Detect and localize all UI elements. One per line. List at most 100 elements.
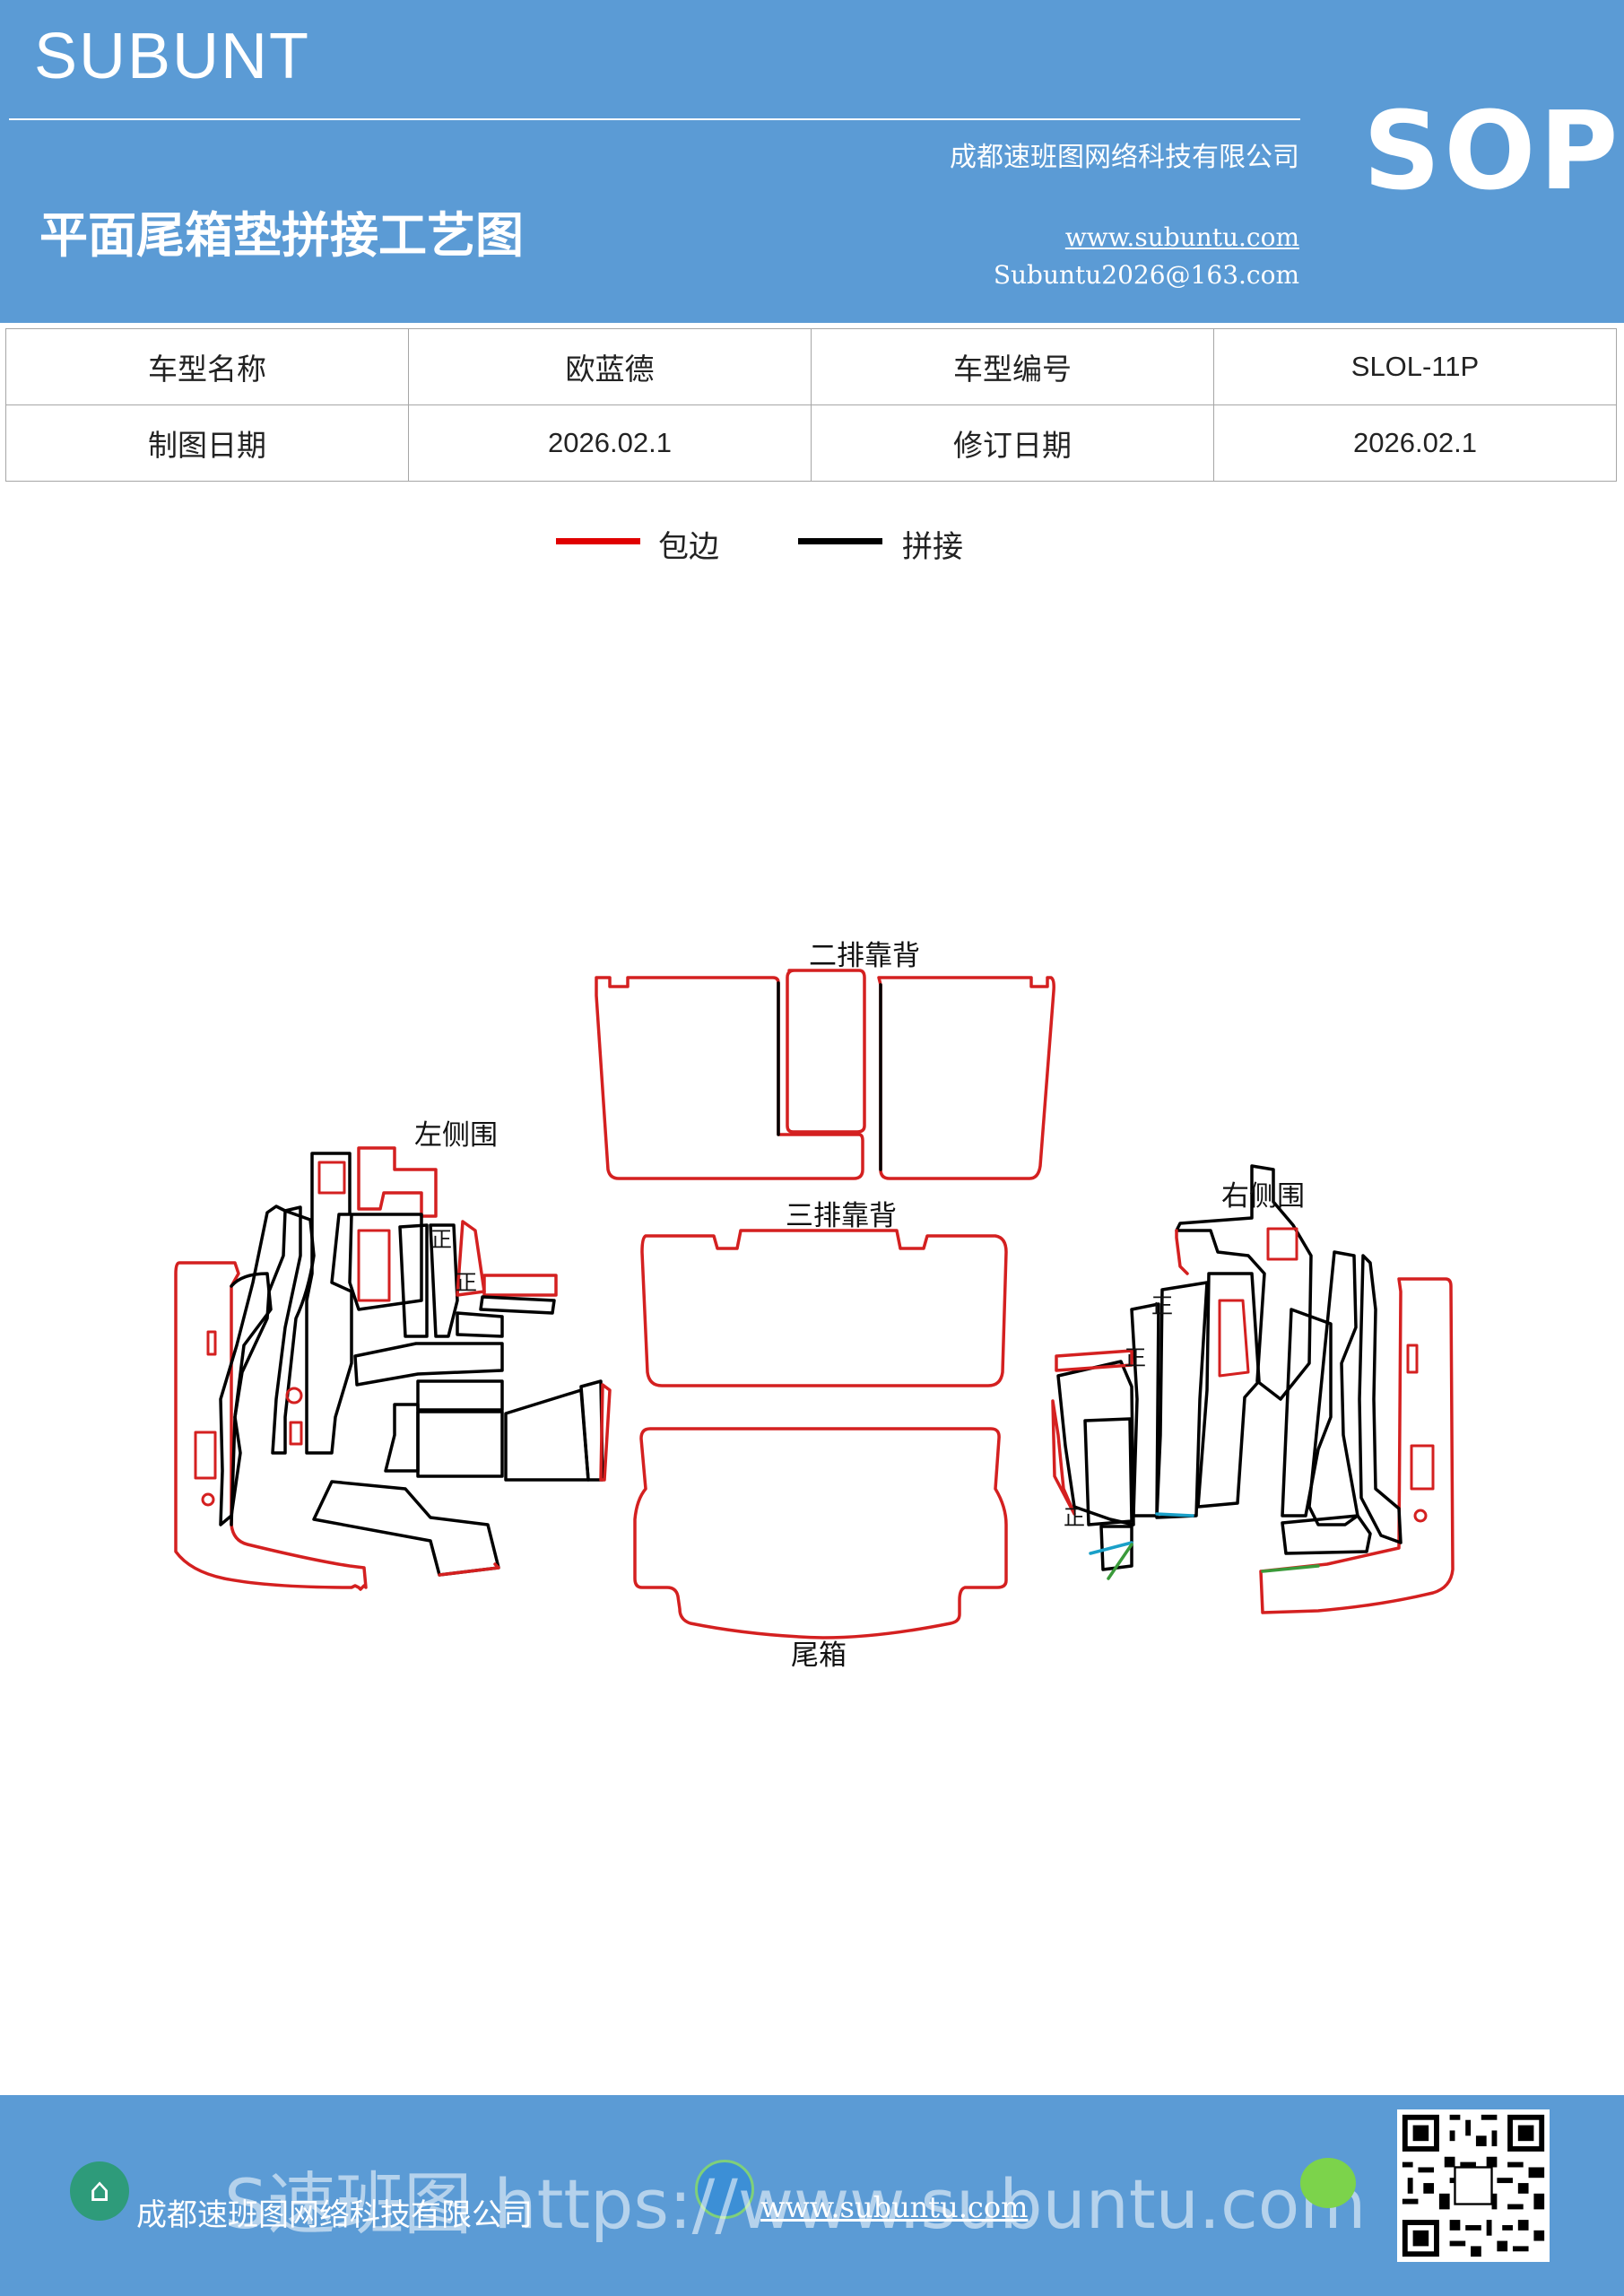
label-second-row-backrest: 二排靠背 <box>809 940 920 972</box>
right-inner-panel-1 <box>1358 1254 1403 1544</box>
second-row-backrest <box>595 969 1055 1180</box>
label-third-row-backrest: 三排靠背 <box>786 1200 897 1232</box>
right-mid-panel-1 <box>1196 1272 1261 1509</box>
left-panel-a <box>219 1205 287 1526</box>
footer-company-name: 成都速班图网络科技有限公司 <box>136 2197 533 2233</box>
table-cell-label: 制图日期 <box>5 404 409 482</box>
left-lower-edge <box>438 1562 500 1577</box>
left-mid-panel-5 <box>504 1388 590 1482</box>
vehicle-info-table: 车型名称 欧蓝德 车型编号 SLOL-11P 制图日期 2026.02.1 修订… <box>5 328 1617 482</box>
right-top-panel <box>1175 1164 1313 1401</box>
label-trunk: 尾箱 <box>791 1639 847 1672</box>
table-cell-value: 2026.02.1 <box>408 404 812 482</box>
trunk-floor <box>633 1427 1008 1639</box>
footer-website-link[interactable]: www.subuntu.com <box>760 2190 1029 2224</box>
right-strip-1 <box>1055 1349 1133 1372</box>
left-panel-d <box>348 1213 423 1311</box>
table-row: 车型名称 欧蓝德 车型编号 SLOL-11P <box>5 328 1617 405</box>
front-mark: 正 <box>1125 1345 1146 1370</box>
legend-label-seam: 拼接 <box>902 529 963 565</box>
right-side-trim <box>1051 1164 1455 1614</box>
sop-label: SOP <box>1363 90 1622 214</box>
right-window-1 <box>1266 1227 1298 1261</box>
label-left-side-trim: 左侧围 <box>414 1119 498 1152</box>
label-right-side-trim: 右侧围 <box>1221 1180 1305 1213</box>
second-row-middle-panel <box>786 969 866 1134</box>
table-cell-value: SLOL-11P <box>1213 328 1617 405</box>
legend: 包边 拼接 <box>0 522 1624 576</box>
right-cyan-edge-2 <box>1089 1541 1133 1555</box>
left-mid-panel-2 <box>416 1379 504 1412</box>
header-divider <box>9 118 1300 120</box>
right-outer-panel <box>1259 1277 1455 1614</box>
right-inner-panel-2 <box>1307 1250 1359 1526</box>
table-cell-label: 车型编号 <box>811 328 1214 405</box>
left-strip-2 <box>479 1295 556 1315</box>
header-email[interactable]: Subuntu2026@163.com <box>993 260 1299 290</box>
qr-code[interactable] <box>1397 2109 1550 2262</box>
table-cell-value: 欧蓝德 <box>408 328 812 405</box>
left-mid-panel-4 <box>416 1410 504 1478</box>
right-inner-panel-3 <box>1281 1308 1333 1518</box>
right-mid-panel-2 <box>1155 1281 1209 1519</box>
left-mid-panel-6 <box>579 1379 604 1482</box>
table-row: 制图日期 2026.02.1 修订日期 2026.02.1 <box>5 404 1617 482</box>
front-mark: 正 <box>456 1270 477 1295</box>
left-right-tab <box>599 1383 612 1482</box>
left-window-2 <box>357 1229 391 1302</box>
right-mid-panel-3 <box>1130 1302 1160 1518</box>
left-window-1 <box>317 1161 346 1195</box>
legend-swatch-seam <box>798 538 882 544</box>
right-lower-panel-3 <box>1281 1514 1372 1555</box>
second-row-left-panel <box>595 976 864 1180</box>
right-slot-2 <box>1410 1444 1435 1491</box>
header-company-name: 成都速班图网络科技有限公司 <box>950 142 1299 173</box>
left-panel-f <box>429 1223 459 1338</box>
right-cyan-edge-1 <box>1155 1512 1194 1518</box>
left-circle-2 <box>285 1387 303 1405</box>
left-upper-tab <box>357 1146 438 1218</box>
left-strip-1 <box>482 1274 558 1297</box>
header-website-link[interactable]: www.subuntu.com <box>1064 222 1299 252</box>
second-row-right-panel <box>877 976 1055 1180</box>
right-green-edge-1 <box>1107 1543 1133 1580</box>
right-top-edge <box>1175 1229 1189 1275</box>
left-panel-c <box>305 1152 353 1455</box>
front-mark: 正 <box>430 1227 452 1252</box>
left-slot-3 <box>289 1421 303 1446</box>
left-mid-panel-1 <box>353 1342 504 1387</box>
footer-banner: ⌂ 成都速班图网络科技有限公司 www.subuntu.com S速班图 htt… <box>0 2095 1624 2296</box>
right-window-2 <box>1218 1299 1250 1378</box>
right-lower-panel-1 <box>1083 1417 1133 1526</box>
footer-watermark: S速班图 https://www.subuntu.com <box>224 2164 1367 2244</box>
table-cell-label: 修订日期 <box>811 404 1214 482</box>
header-banner: SUBUNT SOP 成都速班图网络科技有限公司 平面尾箱垫拼接工艺图 www.… <box>0 0 1624 323</box>
trunk-panel <box>633 1427 1008 1639</box>
document-title: 平面尾箱垫拼接工艺图 <box>39 207 524 264</box>
house-icon: ⌂ <box>70 2161 129 2221</box>
front-mark: 正 <box>1064 1505 1085 1530</box>
left-slot-2 <box>194 1431 217 1480</box>
right-slot-1 <box>1406 1344 1419 1374</box>
left-outer-panel <box>174 1261 368 1591</box>
left-mid-panel-3 <box>384 1403 420 1473</box>
wechat-icon[interactable] <box>1300 2158 1356 2208</box>
right-left-tab <box>1051 1399 1076 1516</box>
brand-logo-text: SUBUNT <box>34 21 311 92</box>
left-slot-1 <box>206 1330 217 1356</box>
legend-swatch-edge <box>556 538 640 544</box>
left-side-trim <box>174 1146 612 1591</box>
third-row-panel <box>640 1229 1008 1387</box>
right-lower-panel-2 <box>1099 1525 1133 1571</box>
left-circle <box>201 1492 215 1507</box>
legend-label-edge: 包边 <box>658 529 719 565</box>
front-mark: 正 <box>1151 1293 1173 1318</box>
third-row-backrest <box>640 1229 1008 1387</box>
table-cell-label: 车型名称 <box>5 328 409 405</box>
left-panel-e <box>398 1223 429 1338</box>
table-cell-value: 2026.02.1 <box>1213 404 1617 482</box>
globe-icon <box>695 2160 754 2219</box>
left-lower-panel <box>312 1480 500 1577</box>
left-strip-3 <box>456 1311 504 1338</box>
